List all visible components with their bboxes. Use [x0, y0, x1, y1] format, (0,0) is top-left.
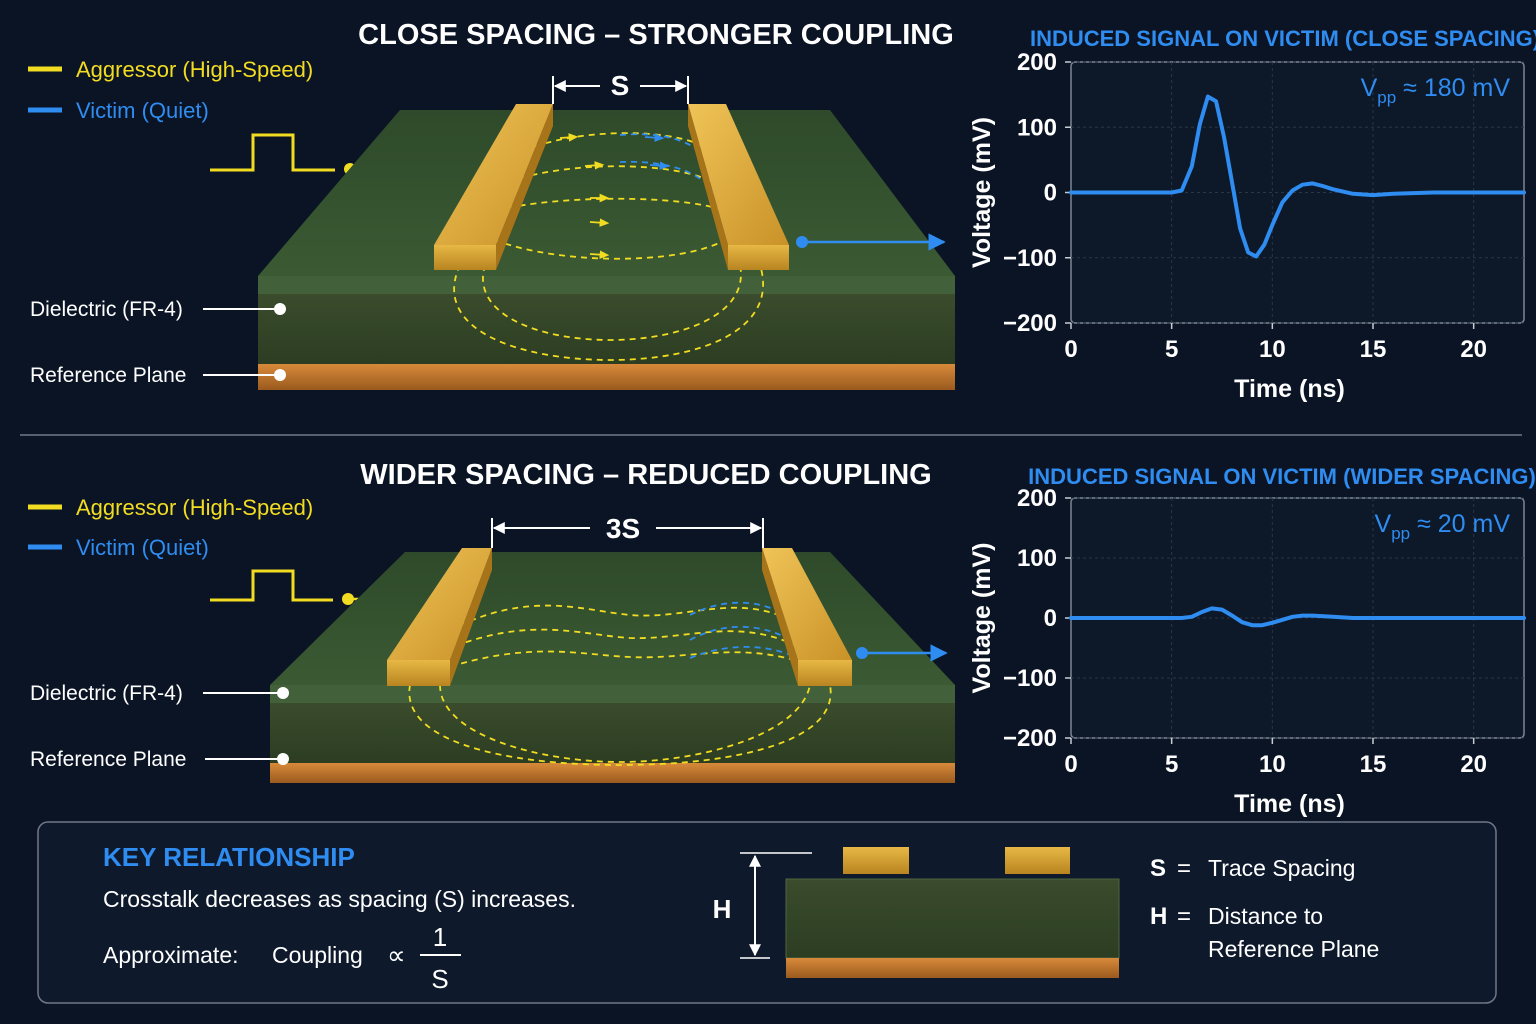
key-box-frame: [37, 821, 1497, 1004]
vpp-value: ≈ 20 mV: [1410, 510, 1510, 538]
vpp-subscript: pp: [1377, 88, 1396, 107]
y-tick-label-3: −100: [1003, 245, 1057, 272]
wide-title: WIDER SPACING – REDUCED COUPLING: [360, 459, 931, 491]
x-tick-label-3: 15: [1360, 751, 1387, 778]
def-h-text-line1: Distance to: [1208, 903, 1323, 929]
y-tick-label-1: 100: [1017, 114, 1057, 141]
y-tick-label-1: 100: [1017, 545, 1057, 572]
key-fraction-numerator: 1: [433, 922, 447, 952]
x-tick-label-1: 5: [1165, 751, 1178, 778]
def-s-text: Trace Spacing: [1208, 855, 1355, 881]
label-dielectric-dot-2: [277, 687, 289, 699]
x-tick-label-2: 10: [1259, 751, 1286, 778]
x-tick-label-0: 0: [1064, 751, 1077, 778]
key-relationship-box: KEY RELATIONSHIP Crosstalk decreases as …: [37, 821, 1497, 1004]
key-fraction-denominator: S: [431, 964, 448, 994]
board-top-edge-2: [270, 685, 955, 703]
x-tick-label-0: 0: [1064, 336, 1077, 363]
label-dielectric-dot: [274, 303, 286, 315]
board-top-surface: [258, 110, 955, 276]
close-title: CLOSE SPACING – STRONGER COUPLING: [358, 19, 954, 51]
close-spacing-panel: CLOSE SPACING – STRONGER COUPLING Aggres…: [28, 19, 955, 390]
y-tick-label-0: 200: [1017, 49, 1057, 76]
victim-trace-2: [762, 548, 852, 686]
vpp-value: ≈ 180 mV: [1396, 74, 1510, 102]
y-tick-label-3: −100: [1003, 665, 1057, 692]
chart-title: INDUCED SIGNAL ON VICTIM (CLOSE SPACING): [1030, 26, 1536, 51]
x-axis-label: Time (ns): [1234, 375, 1345, 403]
key-title: KEY RELATIONSHIP: [103, 842, 355, 872]
def-h-text-line2: Reference Plane: [1208, 936, 1379, 962]
cross-section-reference: [786, 958, 1119, 978]
reference-plane: [258, 364, 955, 390]
field-lines-2: [408, 601, 832, 766]
wide-spacing-chart: INDUCED SIGNAL ON VICTIM (WIDER SPACING)…: [968, 464, 1536, 818]
victim-trace: [688, 104, 789, 270]
height-label: H: [713, 894, 732, 924]
def-s-symbol: S: [1150, 855, 1166, 882]
label-reference-2: Reference Plane: [30, 748, 186, 771]
label-dielectric-2: Dielectric (FR-4): [30, 682, 183, 705]
vpp-subscript: pp: [1391, 524, 1410, 543]
key-proportional-symbol: ∝: [387, 940, 406, 970]
vpp-annotation: Vpp ≈ 20 mV: [1375, 510, 1511, 543]
board-top-edge: [258, 276, 955, 294]
series-line-0: [1069, 94, 1526, 259]
y-tick-label-2: 0: [1044, 180, 1057, 207]
label-reference-dot-2: [277, 753, 289, 765]
board-top-surface-2: [270, 552, 955, 685]
key-statement: Crosstalk decreases as spacing (S) incre…: [103, 886, 576, 912]
legend-victim-label-2: Victim (Quiet): [76, 535, 209, 560]
close-spacing-chart: INDUCED SIGNAL ON VICTIM (CLOSE SPACING)…: [968, 26, 1536, 403]
cross-section-dielectric: [785, 878, 1120, 959]
x-tick-label-3: 15: [1360, 336, 1387, 363]
y-tick-label-0: 200: [1017, 485, 1057, 512]
aggressor-pulse-icon-2: [210, 569, 333, 602]
legend-aggressor-label-2: Aggressor (High-Speed): [76, 495, 313, 520]
y-tick-label-2: 0: [1044, 605, 1057, 632]
cross-section-trace-right: [1005, 847, 1070, 874]
cross-section-trace-left: [843, 847, 909, 874]
y-tick-label-4: −200: [1003, 310, 1057, 337]
vpp-symbol: V: [1375, 510, 1392, 538]
legend-victim-label: Victim (Quiet): [76, 98, 209, 123]
chart-title: INDUCED SIGNAL ON VICTIM (WIDER SPACING): [1028, 464, 1536, 489]
label-reference: Reference Plane: [30, 364, 186, 387]
dielectric-layer-2: [270, 703, 955, 763]
x-tick-label-1: 5: [1165, 336, 1178, 363]
vpp-symbol: V: [1361, 74, 1378, 102]
legend-aggressor-label: Aggressor (High-Speed): [76, 57, 313, 82]
label-dielectric: Dielectric (FR-4): [30, 298, 183, 321]
spacing-label: S: [611, 70, 630, 101]
def-h-symbol: H: [1150, 903, 1167, 930]
dielectric-layer: [258, 294, 955, 364]
x-tick-label-4: 20: [1460, 751, 1487, 778]
reference-plane-2: [270, 763, 955, 783]
y-axis-label: Voltage (mV): [968, 117, 996, 268]
aggressor-connector-dot-2: [342, 593, 354, 605]
x-axis-label: Time (ns): [1234, 790, 1345, 818]
key-approx-label: Approximate:: [103, 942, 239, 968]
def-s-equals: =: [1177, 855, 1191, 882]
aggressor-trace-2: [387, 548, 492, 686]
series-line-0: [1069, 606, 1526, 628]
spacing-label-2: 3S: [606, 513, 640, 544]
aggressor-trace: [434, 104, 553, 270]
x-tick-label-4: 20: [1460, 336, 1487, 363]
y-tick-label-4: −200: [1003, 725, 1057, 752]
label-reference-dot: [274, 369, 286, 381]
key-coupling-label: Coupling: [272, 942, 363, 968]
y-axis-label: Voltage (mV): [968, 543, 996, 694]
aggressor-pulse-icon: [210, 133, 335, 172]
vpp-annotation: Vpp ≈ 180 mV: [1361, 74, 1511, 107]
x-tick-label-2: 10: [1259, 336, 1286, 363]
wide-spacing-panel: WIDER SPACING – REDUCED COUPLING Aggress…: [28, 459, 955, 783]
def-h-equals: =: [1177, 903, 1191, 930]
